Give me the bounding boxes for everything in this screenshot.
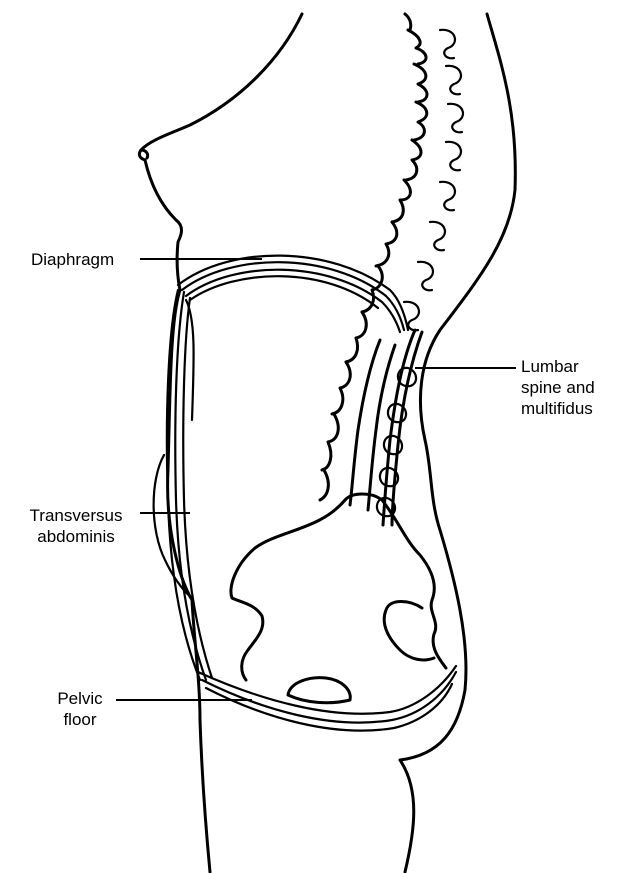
transversus-label-line-2: abdominis	[14, 526, 138, 547]
front-body-outline	[139, 14, 302, 872]
sacrum-outline	[345, 494, 446, 668]
pubic-bone	[288, 678, 350, 703]
multifidus-loops	[377, 330, 422, 525]
pelvic-label-line-2: floor	[44, 709, 116, 730]
ischium-outline	[384, 602, 434, 660]
diaphragm-label: Diaphragm	[31, 249, 114, 270]
pelvic-floor-muscle	[198, 666, 456, 731]
pelvis-outline	[231, 500, 345, 680]
pelvic-label-line-1: Pelvic	[44, 688, 116, 709]
pelvic-floor-label: Pelvic floor	[44, 688, 116, 730]
transversus-abdominis-muscle	[167, 290, 212, 680]
lumbar-label-line-2: spine and	[521, 377, 595, 398]
transversus-label-line-1: Transversus	[14, 505, 138, 526]
lumbar-spine-label: Lumbar spine and multifidus	[521, 356, 595, 419]
transversus-abdominis-label: Transversus abdominis	[14, 505, 138, 547]
lumbar-label-line-1: Lumbar	[521, 356, 595, 377]
spinous-processes	[404, 30, 463, 330]
diaphragm-label-line-1: Diaphragm	[31, 249, 114, 270]
lumbar-label-line-3: multifidus	[521, 398, 595, 419]
spine-vertebrae	[320, 14, 427, 510]
